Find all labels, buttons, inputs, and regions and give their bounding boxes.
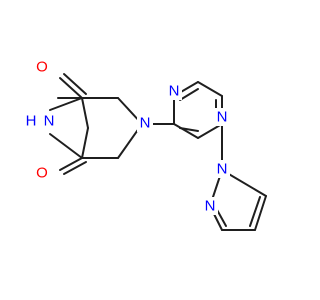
bond-pyr-c5-c4 [173, 123, 199, 139]
atom-n-imide-label: N [44, 113, 55, 130]
atom-o-bottom: O [34, 164, 50, 182]
atom-n-pyrimidine-3-label: N [217, 109, 228, 126]
bond-pz-c4-c5 [254, 195, 267, 231]
atom-o-top-label: O [36, 59, 48, 76]
bond-c2-o-top [59, 77, 83, 99]
bond-c4-o-bottom [59, 157, 83, 171]
bond-pyr-double-3 [179, 127, 199, 132]
atom-nh-imide: H N [20, 112, 58, 130]
bond-pyr-double-1 [179, 88, 199, 101]
atom-n-pyrrolidine: N [137, 114, 153, 132]
atom-n-pyrimidine-1-label: N [169, 83, 180, 100]
molecule-structure-diagram: O O H N N N N N N [20, 58, 267, 231]
atom-n-pyrazole-2: N [202, 197, 218, 215]
bond-c2-c3 [81, 97, 89, 129]
atom-o-bottom-label: O [36, 165, 48, 182]
atom-n-pyrazole-1: N [214, 160, 230, 178]
bond-c4-n-imide [49, 133, 83, 159]
atom-layer: O O H N N N N N N [20, 58, 230, 215]
atom-n-pyrimidine-1: N [166, 82, 182, 100]
atom-n-pyrrolidine-label: N [140, 115, 151, 132]
atom-h-label: H [26, 113, 37, 130]
bond-pyr-c6-c5 [197, 123, 223, 139]
bond-pz-double-2 [249, 196, 261, 227]
bond-n-imide-c1 [49, 97, 83, 111]
atom-n-pyrazole-1-label: N [217, 161, 228, 178]
bond-pyr-c2-n1 [197, 81, 223, 97]
bond-c3-c4 [81, 127, 89, 159]
bond-c2-o-top-double [63, 73, 87, 95]
bond-c4-o-bottom-double [63, 161, 87, 175]
atom-n-pyrazole-2-label: N [205, 198, 216, 215]
atom-n-pyrimidine-3: N [214, 108, 230, 126]
atom-o-top: O [34, 58, 50, 76]
bond-layer [49, 73, 267, 231]
